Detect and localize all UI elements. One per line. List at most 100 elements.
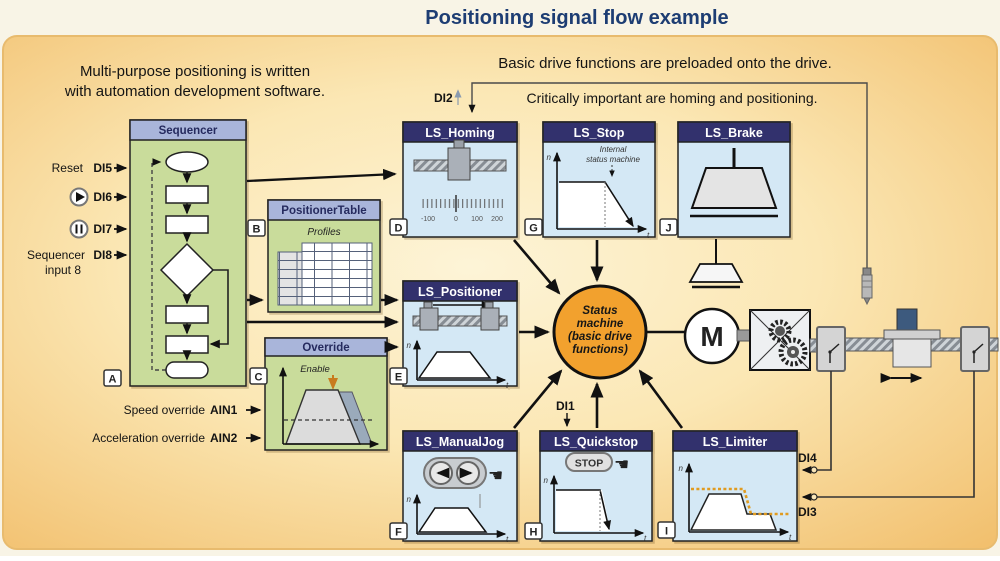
gear-small-teeth	[768, 319, 792, 343]
scale-label: 100	[471, 216, 483, 223]
badge-e: E	[389, 367, 408, 385]
positioner-n-label: n	[407, 341, 412, 350]
seq-input-label-1: Sequencer	[27, 248, 85, 262]
manualjog-header	[402, 430, 518, 452]
positioner-screw	[412, 315, 508, 327]
block-ls-stop: LS_Stop Internal status machine n t	[542, 121, 656, 240]
di8-label: DI8	[93, 248, 112, 262]
sequencer-header	[129, 119, 247, 141]
gear-icon	[768, 319, 792, 343]
limit-switch-right-box	[960, 326, 990, 372]
note-critical-text: Critically important are homing and posi…	[526, 90, 817, 106]
limiter-title: LS_Limiter	[703, 435, 768, 449]
sequencer-flowchart	[151, 151, 229, 379]
quickstop-n-label: n	[544, 476, 549, 485]
hand-pointer-icon: ☚	[488, 466, 503, 486]
stop-button	[565, 452, 613, 472]
note-right-text: Basic drive functions are preloaded onto…	[498, 55, 832, 72]
badge-f: F	[389, 522, 408, 540]
block-ls-homing: LS_Homing -100 0 100 200	[402, 121, 518, 238]
status-line4: functions)	[572, 344, 628, 356]
badge-a-letter: A	[109, 374, 117, 386]
motor-shaft	[736, 329, 752, 342]
badge-f-box	[389, 522, 408, 540]
profiles-label: Profiles	[307, 227, 340, 238]
badge-g: G	[524, 218, 543, 236]
table-grid	[301, 242, 373, 306]
di3-junction	[810, 493, 818, 501]
di3-label: DI3	[798, 505, 817, 519]
speed-override-label: Speed override	[124, 403, 206, 417]
badge-j: J	[659, 218, 678, 236]
badge-d: D	[389, 218, 408, 236]
badge-e-letter: E	[395, 372, 402, 384]
limiter-limit-line	[691, 487, 789, 516]
block-ls-positioner: LS_Positioner n t	[402, 280, 518, 390]
block-positioner-table: PositionerTable Profiles	[267, 199, 381, 313]
block-sequencer: Sequencer	[129, 119, 247, 387]
brake-title: LS_Brake	[705, 126, 763, 140]
limit-switch-left	[816, 326, 846, 372]
status-line1: Status	[582, 305, 617, 317]
gear-small-hub	[775, 326, 785, 336]
badge-b-box	[247, 219, 266, 237]
gear-big-teeth	[778, 337, 808, 367]
badge-d-letter: D	[395, 223, 403, 235]
badge-b-letter: B	[253, 224, 261, 236]
arrow-limiter-to-status	[638, 369, 684, 429]
di1-input: DI1	[556, 399, 575, 428]
di6-label: DI6	[93, 190, 112, 204]
limit-switch-right-pivot	[972, 350, 976, 354]
badge-h-letter: H	[530, 527, 538, 539]
status-line2: machine	[577, 318, 624, 330]
flow-step	[165, 335, 209, 354]
flow-start-terminator	[165, 151, 209, 173]
block-ls-quickstop: LS_Quickstop STOP ☚ n t	[539, 430, 653, 543]
pause-icon-circle	[69, 219, 89, 239]
badge-f-letter: F	[395, 527, 402, 539]
manualjog-profile	[417, 507, 488, 533]
limit-switch-right	[960, 326, 990, 372]
badge-b: B	[247, 219, 266, 237]
table-row-grid	[278, 252, 302, 305]
flow-step	[165, 305, 209, 324]
signal-arrows	[246, 168, 399, 353]
carriage-body	[892, 338, 932, 368]
arrow-sequencer-to-homing	[246, 168, 397, 183]
block-ls-limiter: LS_Limiter n t	[672, 430, 798, 542]
sensor-cap	[862, 267, 872, 276]
sequencer-inputs: Reset DI5 DI6 DI7 Sequencer input 8 DI8	[27, 161, 128, 277]
stop-title: LS_Stop	[574, 126, 625, 140]
brake-symbol	[688, 263, 744, 283]
brake-cone	[690, 167, 778, 209]
limiter-t-label: t	[789, 533, 792, 542]
quickstop-fill	[556, 490, 610, 531]
limit-switch-left-contact	[829, 343, 840, 353]
flow-loop-dashed	[151, 158, 166, 371]
stop-note-1: Internal	[600, 145, 627, 154]
status-machine-arrows	[512, 239, 686, 429]
limiter-header	[672, 430, 798, 452]
stop-t-label: t	[647, 231, 650, 240]
badge-g-box	[524, 218, 543, 236]
play-icon-triangle	[76, 192, 85, 202]
reference-sensor-icon	[861, 267, 873, 306]
positioner-header	[402, 280, 518, 302]
scale-label: 0	[454, 216, 458, 223]
badge-a: A	[103, 369, 122, 387]
arrow-homing-to-status	[513, 239, 561, 295]
badge-g-letter: G	[529, 223, 538, 235]
scale-label: 200	[491, 216, 503, 223]
gear-icon	[778, 337, 808, 367]
badge-i-letter: I	[665, 526, 668, 538]
positioner-carriage-right	[480, 307, 500, 331]
hand-pointer-icon: ☚	[614, 455, 629, 475]
override-inputs: Speed override AIN1 Acceleration overrid…	[92, 403, 262, 445]
status-line3: (basic drive	[568, 331, 633, 343]
di1-label: DI1	[556, 399, 575, 413]
di2-sensor-wire: DI2	[434, 82, 868, 268]
block-ls-brake: LS_Brake	[677, 121, 791, 238]
homing-ruler	[421, 199, 505, 208]
badge-h: H	[524, 522, 543, 540]
di5-label: DI5	[93, 161, 112, 175]
